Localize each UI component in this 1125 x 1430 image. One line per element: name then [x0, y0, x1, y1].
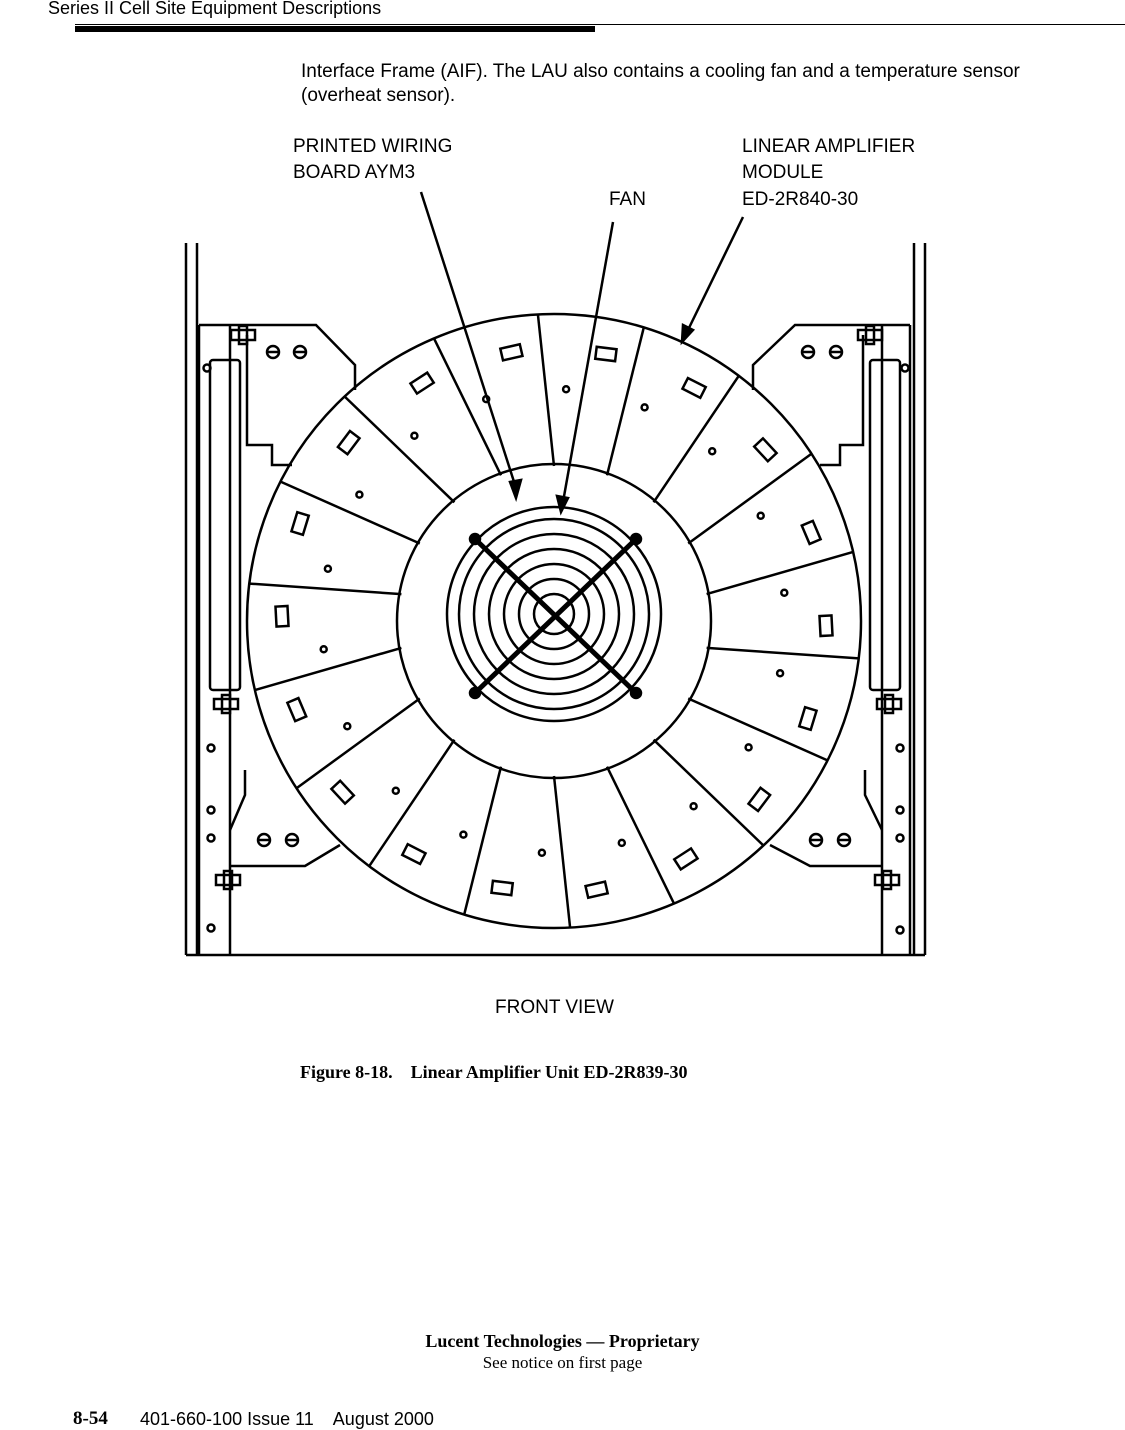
latch-knob	[222, 869, 234, 891]
equipment-frame	[184, 243, 927, 957]
module-screw-hole	[707, 447, 717, 456]
module-divider	[432, 337, 503, 476]
cooling-fan	[445, 505, 663, 723]
label-front-view: FRONT VIEW	[495, 997, 614, 1018]
latch-bar	[229, 328, 257, 342]
module-handle	[498, 342, 524, 362]
mounting-hole	[895, 925, 905, 935]
amplifier-module-ring	[245, 312, 863, 930]
module-handle	[274, 604, 290, 628]
module-divider	[249, 582, 402, 596]
module-divider	[605, 327, 646, 476]
module-divider	[552, 775, 572, 928]
latch-knob	[220, 693, 232, 715]
module-divider	[706, 646, 859, 660]
latch-knob	[237, 324, 249, 346]
module-screw-hole	[775, 668, 785, 678]
label-linear-amplifier-line1: LINEAR AMPLIFIER	[742, 136, 916, 157]
module-divider	[295, 697, 421, 790]
running-header: Series II Cell Site Equipment Descriptio…	[48, 0, 382, 18]
label-linear-amplifier-line3: ED-2R840-30	[742, 189, 859, 210]
module-divider	[652, 738, 765, 847]
module-handle	[818, 614, 834, 638]
module-screw-hole	[756, 511, 765, 520]
module-handle	[329, 779, 356, 806]
label-printed-wiring-board-line2: BOARD AYM3	[293, 162, 416, 183]
page-number: 8-54	[73, 1408, 108, 1429]
module-handle	[408, 370, 436, 396]
label-printed-wiring-board-line1: PRINTED WIRING	[293, 136, 453, 157]
latch-bar	[212, 697, 240, 711]
module-screw-hole	[319, 645, 328, 654]
module-handle	[752, 436, 779, 463]
module-divider	[605, 766, 676, 905]
latch-knob	[881, 869, 893, 891]
module-handle	[336, 429, 362, 456]
module-screw-hole	[410, 431, 419, 440]
module-handle	[400, 842, 428, 866]
module-screw-hole	[561, 385, 571, 394]
mounting-hole	[206, 923, 216, 933]
module-handle	[746, 786, 772, 813]
module-handle	[797, 705, 819, 732]
module-screw-hole	[617, 838, 627, 848]
module-screw-hole	[537, 848, 547, 857]
module-divider	[706, 550, 854, 596]
mounting-hole	[895, 743, 905, 753]
mounting-hole	[206, 805, 216, 815]
module-screw-hole	[640, 403, 649, 412]
module-handle	[490, 879, 515, 897]
latch-knob	[864, 324, 876, 346]
callout-leaders	[419, 191, 745, 516]
document-id: 401-660-100 Issue 11 August 2000	[140, 1409, 434, 1429]
module-handle	[680, 376, 708, 400]
module-divider	[462, 766, 503, 915]
mounting-hole	[895, 805, 905, 815]
header-rule-bold	[75, 26, 595, 32]
mounting-hole	[900, 363, 910, 373]
body-paragraph: Interface Frame (AIF). The LAU also cont…	[301, 61, 1020, 106]
module-screw-hole	[780, 588, 789, 597]
label-fan: FAN	[609, 189, 646, 210]
module-divider	[536, 314, 556, 467]
mounting-hole	[206, 743, 216, 753]
latch-bar	[875, 697, 903, 711]
module-divider	[343, 395, 456, 504]
latch-bar	[214, 873, 242, 887]
module-screw-hole	[689, 802, 698, 811]
figure-caption: Figure 8-18. Linear Amplifier Unit ED-2R…	[300, 1062, 688, 1082]
footer-proprietary: Lucent Technologies — Proprietary	[425, 1331, 700, 1351]
module-divider	[279, 480, 421, 545]
module-divider	[687, 452, 813, 545]
module-screw-hole	[459, 830, 468, 839]
mounting-hole	[895, 833, 905, 843]
latch-knob	[883, 693, 895, 715]
mounting-hole	[202, 363, 212, 373]
module-screw-hole	[391, 786, 401, 795]
latch-bar	[856, 328, 884, 342]
mounting-hole	[206, 833, 216, 843]
module-handle	[584, 880, 610, 900]
footer-notice: See notice on first page	[482, 1353, 643, 1372]
module-screw-hole	[323, 564, 333, 574]
module-handle	[285, 696, 308, 723]
module-screw-hole	[355, 490, 364, 499]
module-divider	[368, 739, 456, 867]
module-screw-hole	[744, 743, 753, 752]
module-handle	[800, 519, 823, 546]
header-rule	[75, 24, 1125, 25]
module-handle	[289, 510, 311, 537]
latch-bar	[873, 873, 901, 887]
module-divider	[254, 646, 402, 692]
module-divider	[652, 375, 740, 503]
module-handle	[672, 846, 700, 872]
module-divider	[687, 697, 829, 762]
module-handle	[593, 345, 618, 363]
module-screw-hole	[343, 722, 352, 731]
label-linear-amplifier-line2: MODULE	[742, 162, 824, 183]
